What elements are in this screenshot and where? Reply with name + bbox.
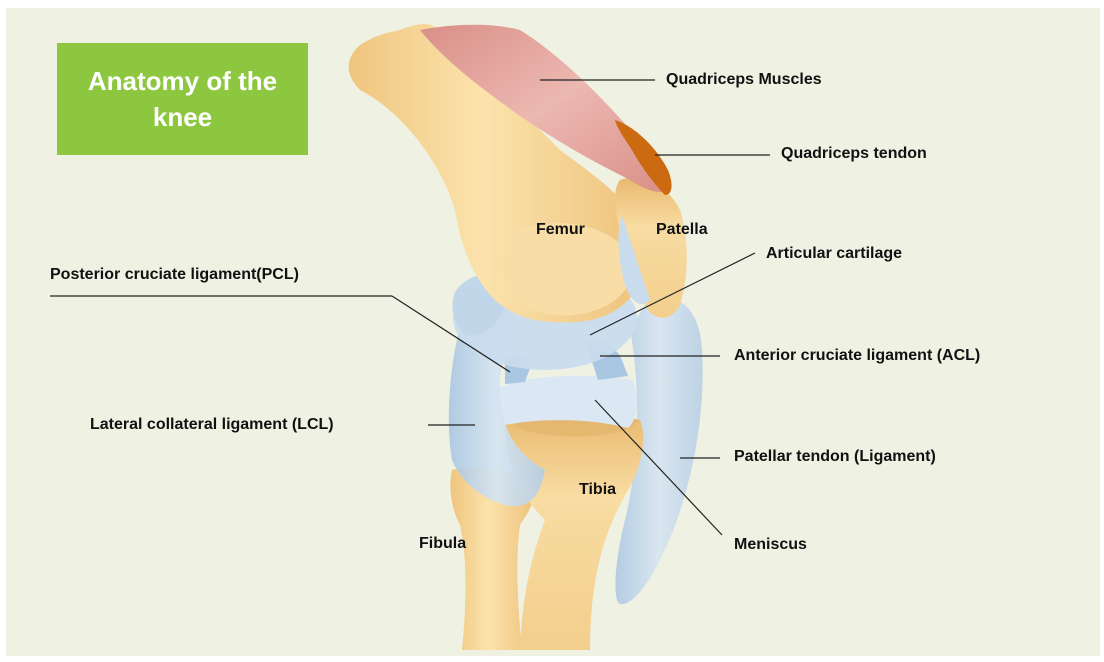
label-lcl: Lateral collateral ligament (LCL) [90,415,334,435]
title-box: Anatomy of the knee [57,43,308,155]
label-patellar-tendon: Patellar tendon (Ligament) [734,447,936,467]
label-femur: Femur [536,220,585,240]
label-fibula: Fibula [419,534,466,554]
label-quadriceps-tendon: Quadriceps tendon [781,144,927,164]
label-tibia: Tibia [579,480,616,500]
label-quadriceps-muscles: Quadriceps Muscles [666,70,822,90]
label-meniscus: Meniscus [734,535,807,555]
label-patella: Patella [656,220,708,240]
diagram-title: Anatomy of the knee [83,63,283,135]
label-articular-cartilage: Articular cartilage [766,244,902,264]
label-pcl: Posterior cruciate ligament(PCL) [50,265,299,285]
label-acl: Anterior cruciate ligament (ACL) [734,346,980,366]
